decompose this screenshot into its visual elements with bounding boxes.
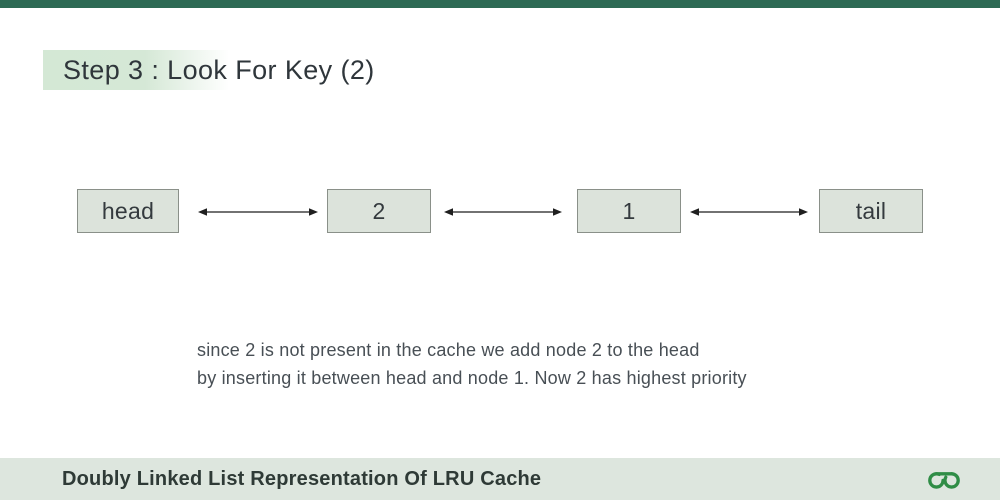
description-text: since 2 is not present in the cache we a… bbox=[197, 336, 747, 392]
page-title: Step 3 : Look For Key (2) bbox=[63, 55, 375, 85]
double-arrow-icon bbox=[443, 205, 563, 219]
geeksforgeeks-logo-icon bbox=[926, 468, 962, 490]
top-accent-bar bbox=[0, 0, 1000, 8]
description-line-1: since 2 is not present in the cache we a… bbox=[197, 340, 700, 360]
double-arrow-icon bbox=[197, 205, 319, 219]
description-line-2: by inserting it between head and node 1.… bbox=[197, 368, 747, 388]
footer-caption: Doubly Linked List Representation Of LRU… bbox=[62, 467, 542, 490]
double-arrow-icon bbox=[689, 205, 809, 219]
node-label: head bbox=[101, 197, 155, 224]
node-label: 1 bbox=[622, 197, 636, 224]
node-head: head bbox=[77, 189, 179, 233]
node-1: 1 bbox=[577, 189, 681, 233]
footer-bar: Doubly Linked List Representation Of LRU… bbox=[0, 458, 1000, 500]
node-label: tail bbox=[855, 197, 887, 224]
node-2: 2 bbox=[327, 189, 431, 233]
node-label: 2 bbox=[372, 197, 386, 224]
title-highlight bbox=[43, 50, 229, 90]
node-tail: tail bbox=[819, 189, 923, 233]
